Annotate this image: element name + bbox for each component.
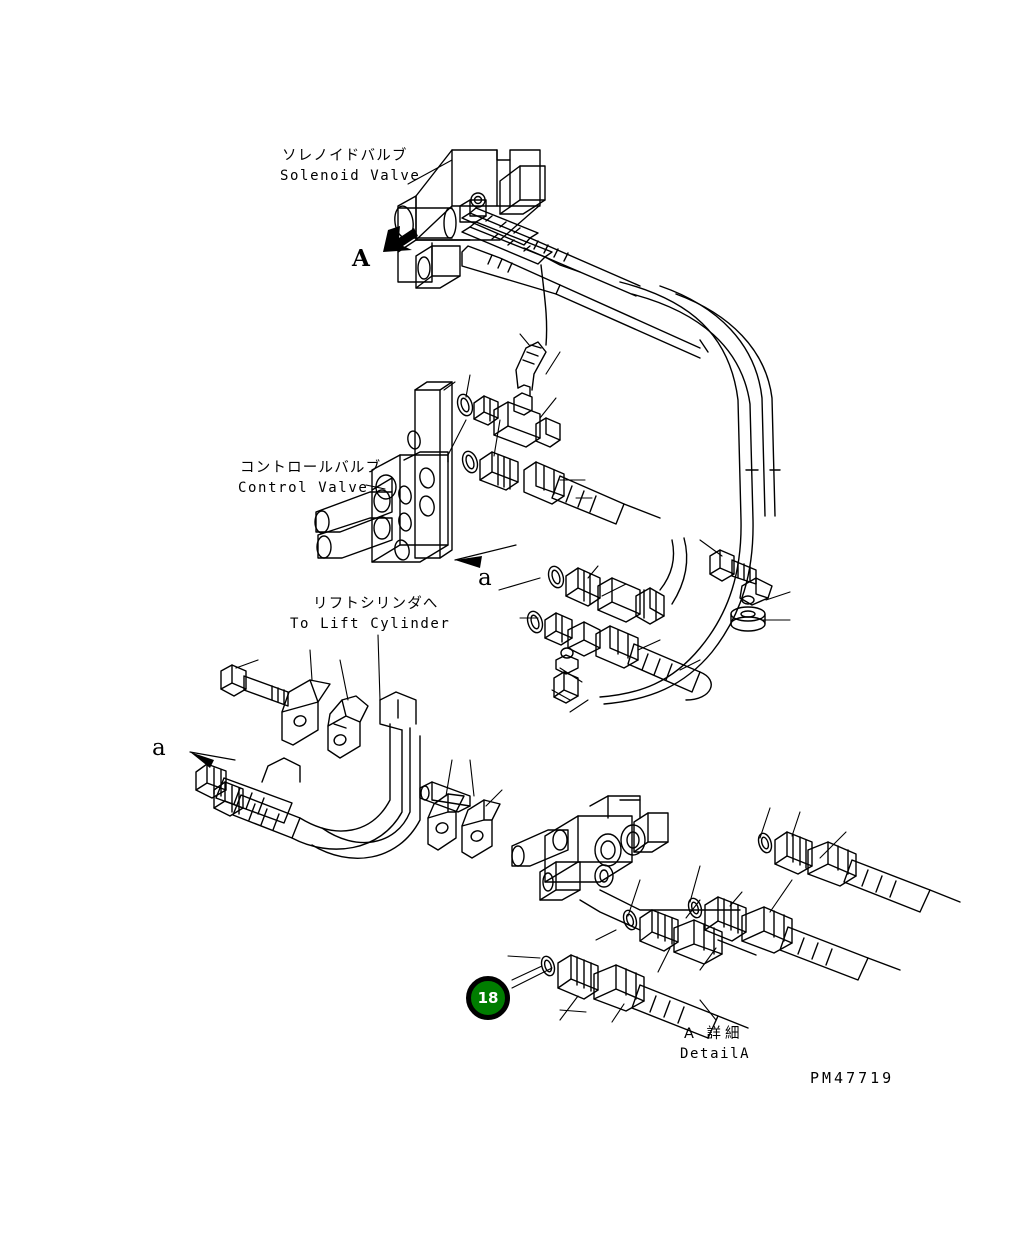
label-solenoid-valve-en: Solenoid Valve (280, 168, 421, 184)
section-mark-a-upper: A (352, 245, 370, 272)
detail-a-assembly (511, 795, 961, 1039)
hose-clamp-assembly (195, 664, 501, 859)
arrow-head-lower-left (190, 752, 214, 768)
control-valve-assembly (314, 381, 453, 563)
fitting-group-lower (526, 537, 712, 704)
arrow-head-mid (455, 556, 482, 568)
bolt-and-grommet-group (709, 549, 773, 632)
main-hose-loop (599, 281, 781, 705)
label-detail-a-jp: A 詳細 (684, 1026, 744, 1042)
section-arrows-thin (189, 544, 517, 761)
section-mark-a-middle: a (478, 565, 492, 591)
label-control-valve-en: Control Valve (238, 480, 369, 496)
label-to-lift-cylinder-jp: リフトシリンダへ (313, 596, 439, 612)
part-badge-18[interactable]: 18 (466, 976, 510, 1020)
section-arrow-a-upper (383, 226, 418, 252)
label-to-lift-cylinder-en: To Lift Cylinder (290, 616, 451, 632)
drawing-number: PM47719 (810, 1069, 895, 1087)
label-control-valve-jp: コントロールバルブ (240, 460, 382, 476)
leader-lines (235, 159, 847, 1023)
section-mark-a-lower-left: a (152, 735, 166, 761)
label-solenoid-valve-jp: ソレノイドバルブ (282, 148, 408, 164)
fitting-group-upper (456, 341, 661, 525)
solenoid-valve-assembly (394, 149, 701, 359)
label-detail-a-en: DetailA (680, 1046, 751, 1062)
